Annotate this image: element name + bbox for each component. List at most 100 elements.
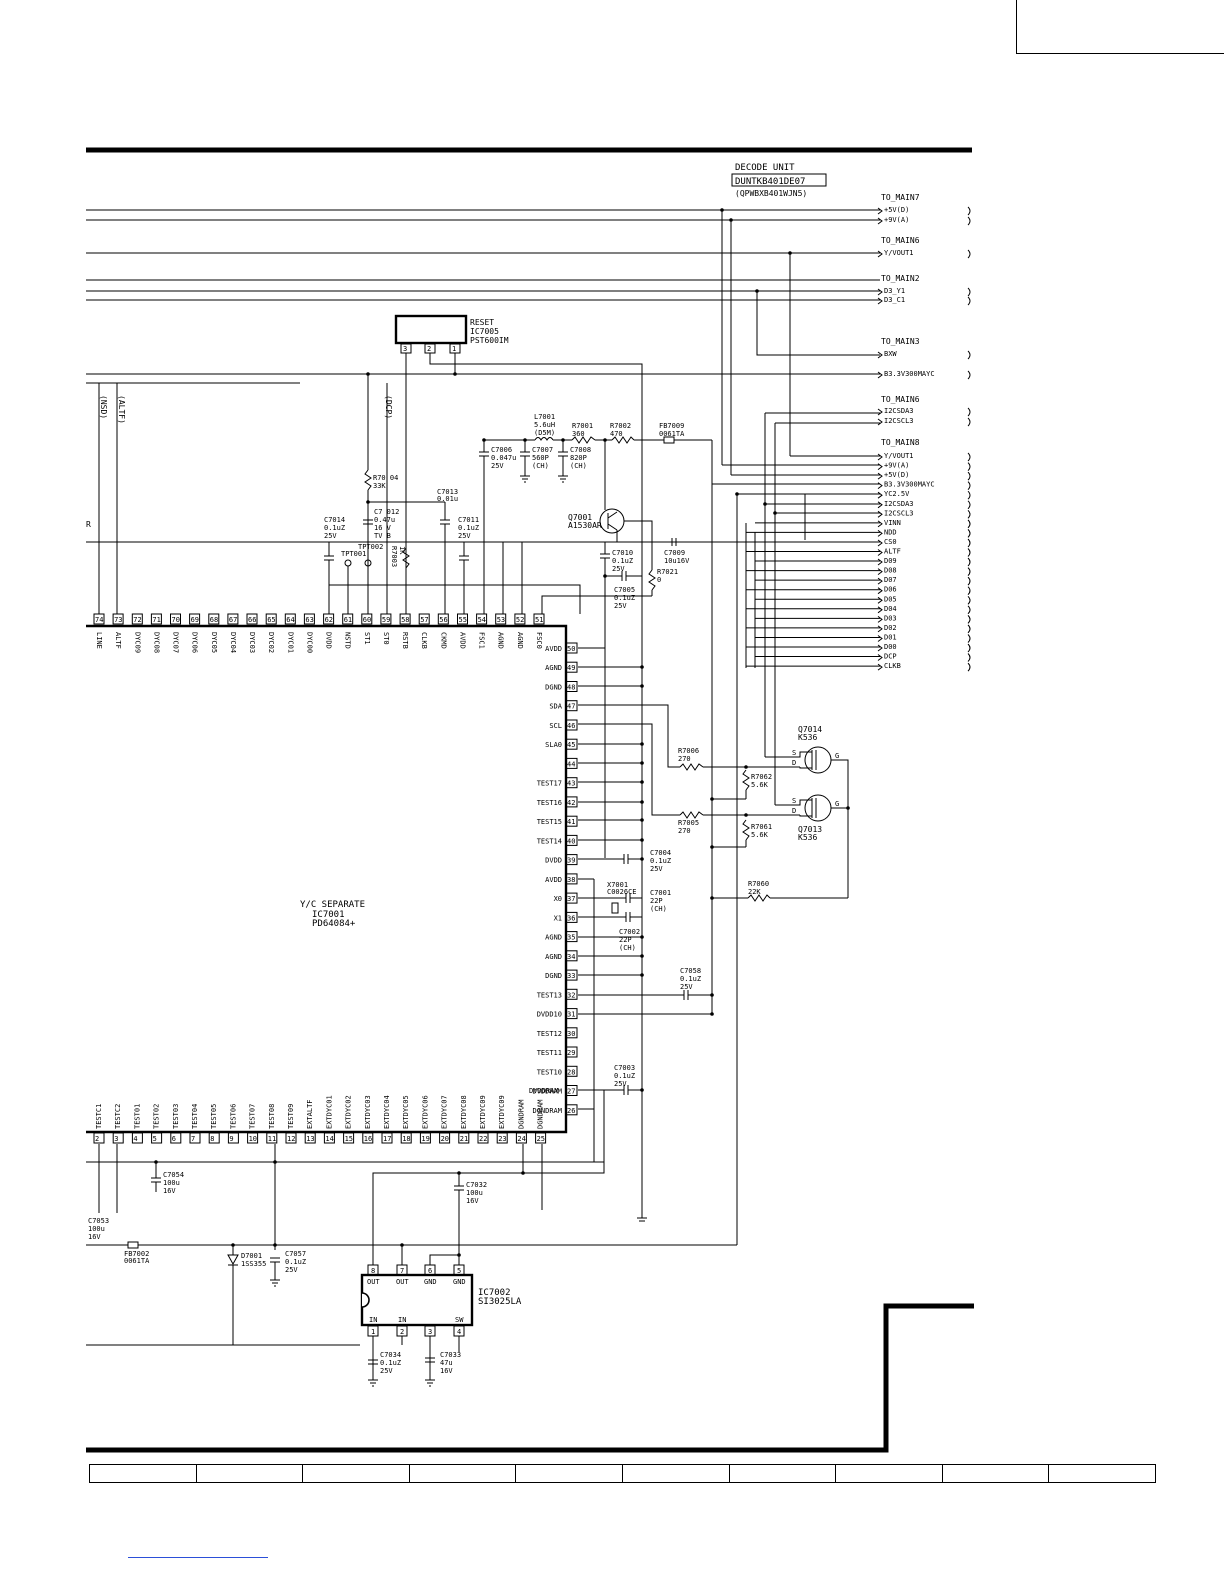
svg-text:C7014: C7014 bbox=[324, 516, 345, 524]
svg-text:33K: 33K bbox=[373, 482, 386, 490]
svg-text:A1530AR: A1530AR bbox=[568, 521, 602, 530]
svg-text:24: 24 bbox=[517, 1135, 525, 1143]
connector-to-main2: TO_MAIN2 D3_Y1 D3_C1 bbox=[881, 274, 920, 304]
ic7001-pin-25: 25 DGNDRAM bbox=[535, 1099, 547, 1144]
svg-text:DYC09: DYC09 bbox=[133, 632, 141, 653]
svg-text:(DCP): (DCP) bbox=[384, 395, 393, 419]
svg-text:(CH): (CH) bbox=[619, 944, 636, 952]
svg-text:2: 2 bbox=[95, 1135, 99, 1143]
svg-text:CKMD: CKMD bbox=[439, 632, 447, 649]
svg-text:D3_Y1: D3_Y1 bbox=[884, 287, 905, 295]
svg-text:D09: D09 bbox=[884, 557, 897, 565]
svg-text:0.1uZ: 0.1uZ bbox=[458, 524, 479, 532]
svg-text:EXTALTF: EXTALTF bbox=[306, 1099, 314, 1129]
decode-unit-header: DECODE UNIT DUNTKB401DE07 (QPWBXB401WJN5… bbox=[731, 163, 827, 198]
svg-text:TESTC1: TESTC1 bbox=[95, 1104, 103, 1129]
svg-text:EXTDYC06: EXTDYC06 bbox=[421, 1095, 429, 1129]
svg-text:100u: 100u bbox=[466, 1189, 483, 1197]
svg-text:19: 19 bbox=[421, 1135, 429, 1143]
q7014-q7013-shifters: R7006 270 R7005 270 R7062 5.6K R7061 5.6… bbox=[678, 725, 849, 902]
svg-text:DYC08: DYC08 bbox=[152, 632, 160, 653]
svg-text:20: 20 bbox=[441, 1135, 449, 1143]
svg-text:C7001: C7001 bbox=[650, 889, 671, 897]
ic7005-reset: 3 2 1 RESET IC7005 PST600IM bbox=[394, 314, 643, 1218]
svg-text:70: 70 bbox=[172, 616, 180, 624]
svg-text:FB7009: FB7009 bbox=[659, 422, 684, 430]
svg-text:C7009: C7009 bbox=[664, 549, 685, 557]
svg-text:69: 69 bbox=[191, 616, 199, 624]
svg-text:5: 5 bbox=[457, 1267, 461, 1275]
footer-cell bbox=[515, 1464, 623, 1483]
left-bus-lines bbox=[86, 209, 880, 543]
svg-text:3: 3 bbox=[428, 1328, 432, 1336]
svg-text:DVDDRAM: DVDDRAM bbox=[532, 1088, 562, 1096]
svg-text:TV B: TV B bbox=[374, 532, 391, 540]
main8-bus-stubs bbox=[746, 522, 880, 667]
svg-text:TEST12: TEST12 bbox=[537, 1030, 562, 1038]
svg-text:D04: D04 bbox=[884, 605, 897, 613]
footer-cell bbox=[621, 1464, 730, 1483]
svg-text:TEST07: TEST07 bbox=[249, 1104, 257, 1129]
svg-text:Q7014: Q7014 bbox=[798, 725, 822, 734]
svg-text:DGNDRAM: DGNDRAM bbox=[517, 1099, 525, 1129]
svg-text:L7001: L7001 bbox=[534, 413, 555, 421]
svg-text:EXTDYC09: EXTDYC09 bbox=[498, 1095, 506, 1129]
svg-text:AVDD: AVDD bbox=[459, 632, 467, 649]
svg-text:25V: 25V bbox=[614, 602, 627, 610]
svg-text:8: 8 bbox=[210, 1135, 214, 1143]
svg-text:CLKB: CLKB bbox=[884, 662, 901, 670]
svg-text:DYC05: DYC05 bbox=[210, 632, 218, 653]
svg-text:270: 270 bbox=[678, 755, 691, 763]
svg-text:D02: D02 bbox=[884, 624, 897, 632]
svg-text:TPT002: TPT002 bbox=[358, 543, 383, 551]
svg-text:10: 10 bbox=[249, 1135, 257, 1143]
connector-to-main3: TO_MAIN3 BXW B3.3V300MAYC bbox=[881, 337, 935, 378]
svg-text:(CH): (CH) bbox=[532, 462, 549, 470]
svg-text:ALTF: ALTF bbox=[884, 548, 901, 556]
svg-text:45: 45 bbox=[567, 741, 575, 749]
svg-text:(D5M): (D5M) bbox=[534, 429, 555, 437]
ic7001-pin-10: 10 TEST07 bbox=[247, 1104, 259, 1144]
svg-text:D05: D05 bbox=[884, 595, 897, 603]
svg-text:EXTDYC01: EXTDYC01 bbox=[325, 1095, 333, 1129]
svg-text:50: 50 bbox=[567, 645, 575, 653]
svg-text:OUT: OUT bbox=[396, 1278, 409, 1286]
svg-text:G: G bbox=[835, 752, 839, 760]
svg-text:1: 1 bbox=[452, 345, 456, 353]
svg-text:22K: 22K bbox=[748, 888, 761, 896]
svg-text:Q7013: Q7013 bbox=[798, 825, 822, 834]
svg-text:72: 72 bbox=[133, 616, 141, 624]
svg-text:C7053: C7053 bbox=[88, 1217, 109, 1225]
svg-text:DGNDRAM: DGNDRAM bbox=[537, 1099, 545, 1129]
svg-text:16V: 16V bbox=[440, 1367, 453, 1375]
svg-text:TO_MAIN3: TO_MAIN3 bbox=[881, 337, 920, 346]
svg-text:25: 25 bbox=[537, 1135, 545, 1143]
svg-text:TEST04: TEST04 bbox=[191, 1104, 199, 1129]
svg-text:DYC03: DYC03 bbox=[248, 632, 256, 653]
svg-text:38: 38 bbox=[567, 876, 575, 884]
svg-text:65: 65 bbox=[267, 616, 275, 624]
svg-text:SDA: SDA bbox=[549, 703, 562, 711]
connector-to-main6b: TO_MAIN6 I2CSDA3 I2CSCL3 bbox=[881, 395, 920, 425]
svg-text:D01: D01 bbox=[884, 634, 897, 642]
